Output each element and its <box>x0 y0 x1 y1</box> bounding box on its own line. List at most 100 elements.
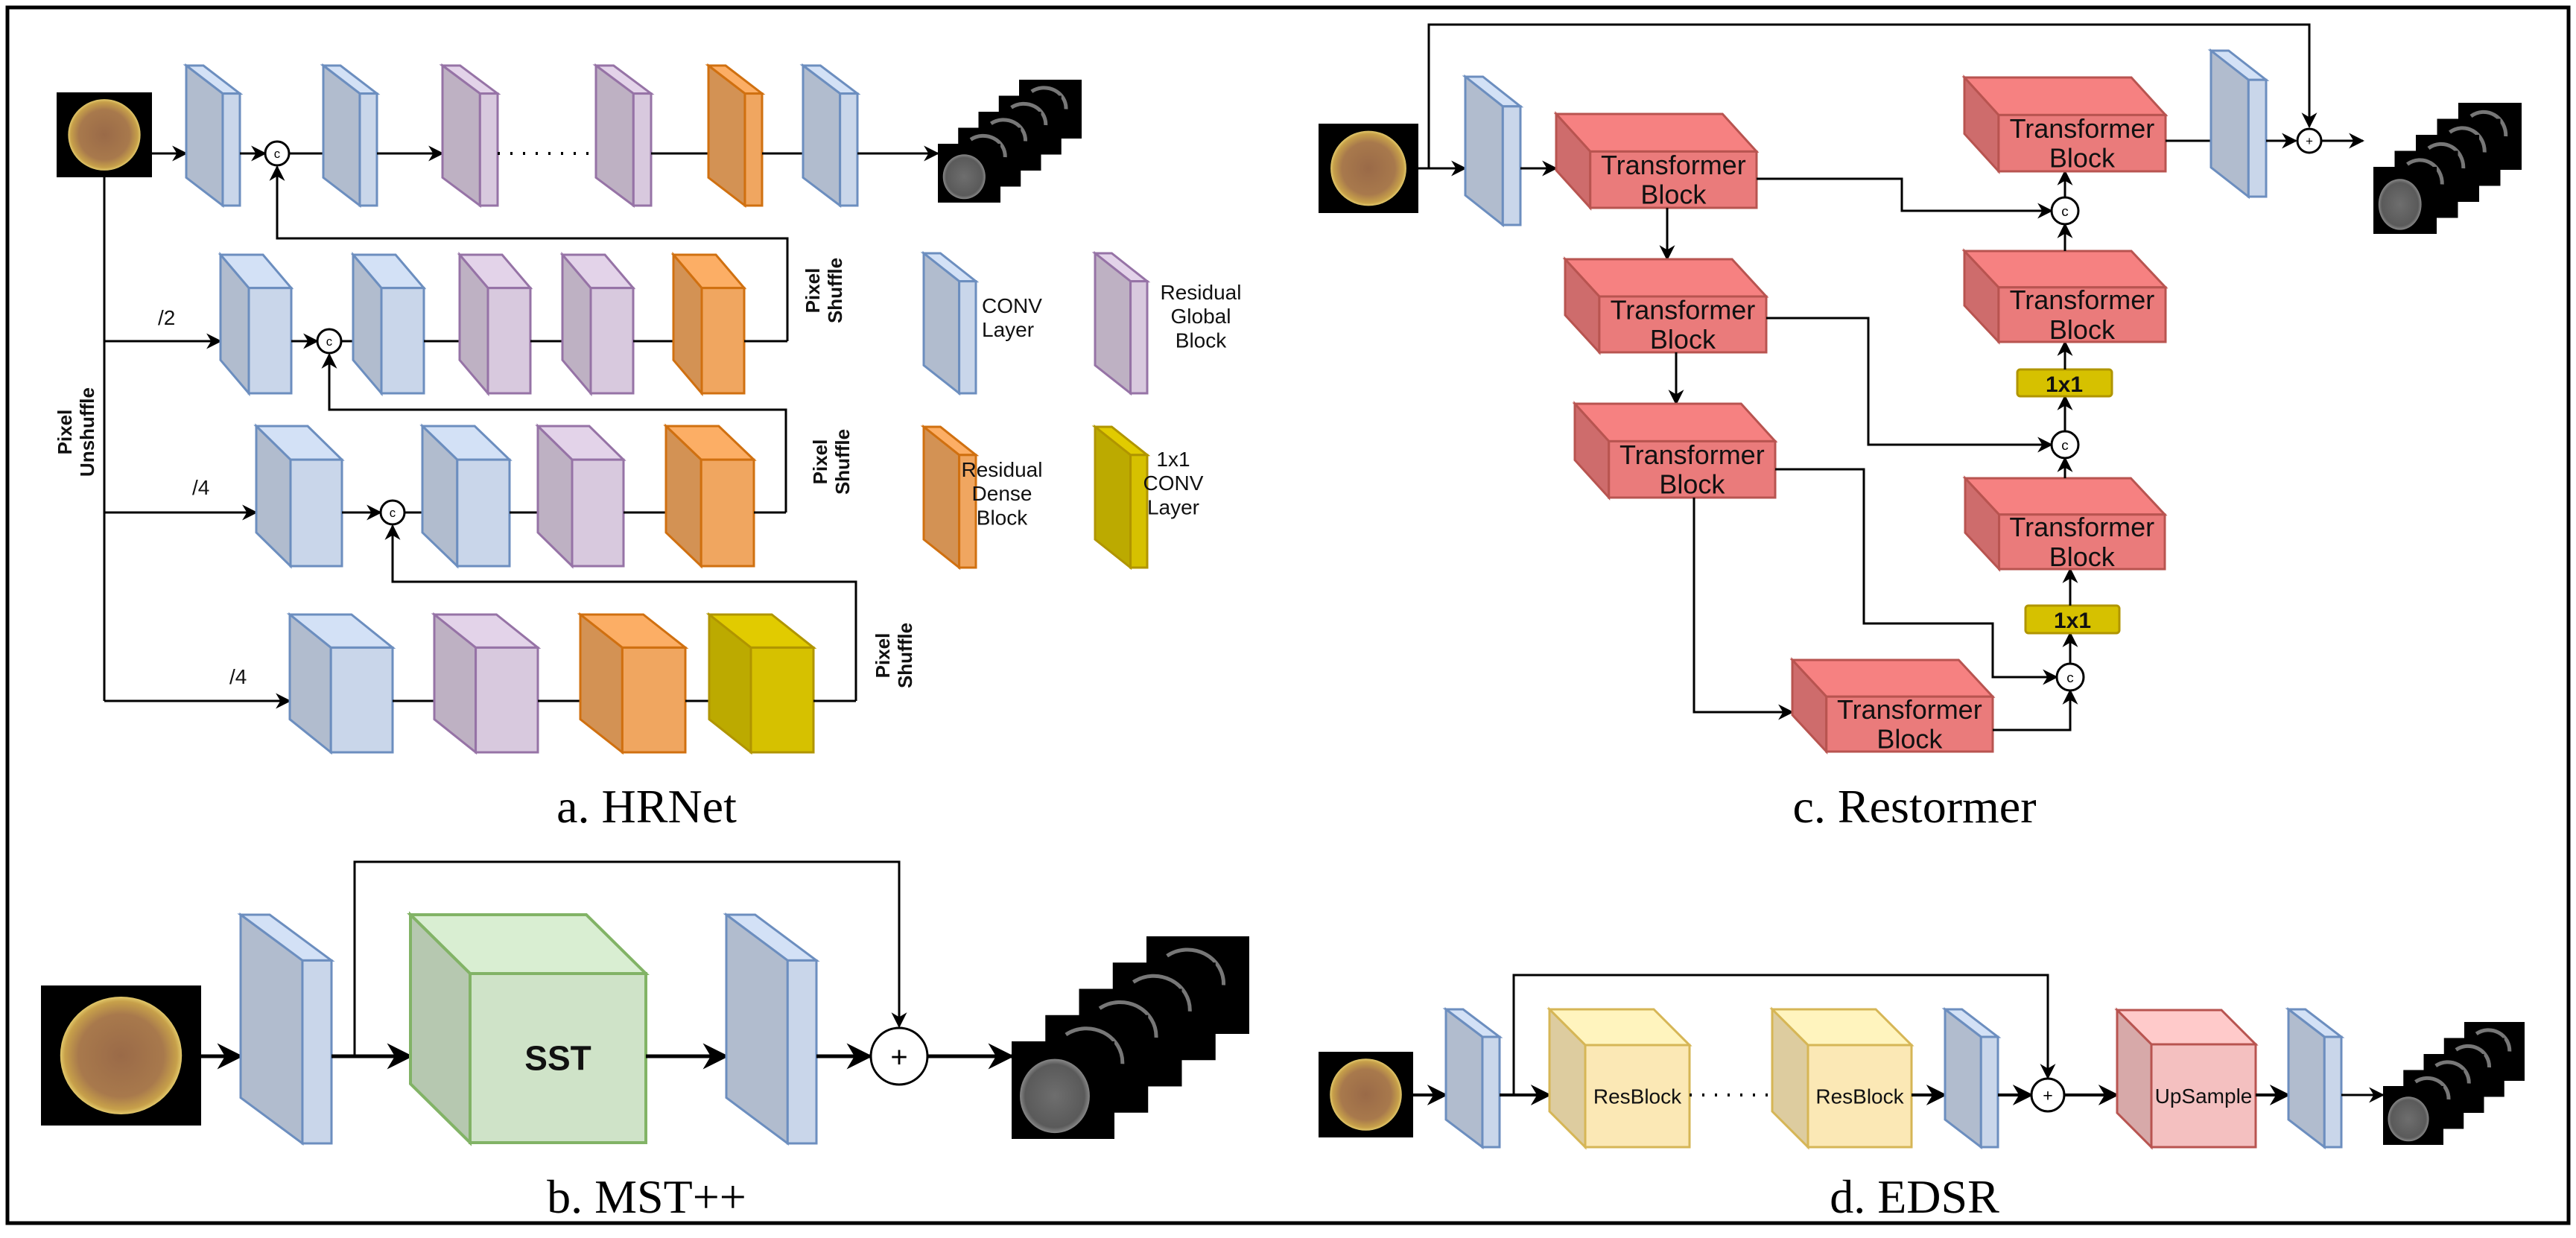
block-front-face <box>700 287 746 395</box>
pixel-shuffle-feedback <box>384 524 857 701</box>
operator-symbol: + <box>890 1041 907 1073</box>
band-image <box>942 154 986 200</box>
restormer-conv-layer <box>2207 48 2270 200</box>
block-front-face <box>1806 1044 1913 1149</box>
band-image-edge <box>1132 974 1192 1012</box>
operator-symbol: c <box>326 334 332 349</box>
caption-mstpp: b. MST++ <box>547 1170 746 1223</box>
global-skip-connection <box>353 860 907 1056</box>
block-front-face <box>1598 295 1768 354</box>
band-image-edge <box>1166 947 1226 985</box>
block-front-face <box>1998 513 2166 571</box>
legend-rgb-swatch <box>1091 250 1151 396</box>
residual-dense-block <box>670 251 747 397</box>
block-front-face <box>1481 1035 1501 1149</box>
block-front-face <box>456 458 511 568</box>
edsr-conv-layer <box>1442 1006 1503 1150</box>
restormer-conv-layer <box>1462 74 1524 228</box>
pixel-shuffle-feedback <box>321 352 787 512</box>
band-image <box>1020 1058 1090 1134</box>
band-image <box>2378 179 2422 230</box>
residual-dense-block <box>577 612 689 755</box>
mst-conv-layer <box>237 912 335 1146</box>
seed-sample <box>1330 1058 1402 1131</box>
block-front-face <box>486 287 532 395</box>
band-image-edge <box>2427 142 2466 169</box>
hrnet-conv-layer <box>286 612 396 755</box>
downscale-label: /4 <box>229 665 247 688</box>
band-image-edge <box>1030 86 1068 109</box>
operator-symbol: c <box>2061 438 2068 454</box>
mst-conv-layer <box>723 912 820 1146</box>
block-label: SST <box>524 1039 591 1078</box>
hrnet-conv-layer <box>799 63 861 209</box>
block-front-face <box>749 646 815 754</box>
residual-dense-block <box>705 63 766 209</box>
hrnet-conv-layer <box>419 423 513 569</box>
block-front-face <box>478 92 499 207</box>
caption-hrnet: a. HRNet <box>556 780 737 833</box>
conv-1x1-block <box>2024 604 2121 635</box>
conv-1x1-layer <box>705 612 817 755</box>
band-image-edge <box>1010 101 1048 126</box>
band-image-edge <box>2414 1076 2451 1100</box>
edsr-conv-layer <box>2285 1006 2345 1150</box>
hrnet-conv-layer <box>218 251 294 397</box>
hrnet-conv-layer <box>320 63 381 209</box>
block-front-face <box>2323 1035 2343 1149</box>
hrnet-conv-layer <box>350 251 427 397</box>
downscale-label: /4 <box>192 476 209 499</box>
seed-sample <box>1330 130 1406 206</box>
mst-input-image <box>41 985 201 1126</box>
edsr-output-stack <box>2383 1022 2525 1145</box>
edsr-input-image <box>1319 1052 1413 1137</box>
global-skip-connection <box>1427 23 2318 168</box>
block-front-face <box>1129 454 1149 569</box>
block-front-face <box>358 92 378 207</box>
pixel-shuffle-feedback <box>269 165 789 341</box>
band-image-edge <box>2475 1028 2512 1052</box>
pixel-shuffle-label: PixelShuffle <box>802 258 846 323</box>
block-front-face <box>380 287 425 395</box>
operator-symbol: + <box>2306 134 2313 148</box>
residual-add-node: + <box>869 1026 929 1086</box>
block-front-face <box>1997 113 2167 173</box>
band-image-edge <box>989 118 1028 142</box>
caption-edsr: d. EDSR <box>1830 1170 1999 1223</box>
seed-sample <box>60 997 183 1114</box>
block-front-face <box>2247 78 2268 198</box>
block-front-face <box>786 959 818 1145</box>
figure-border <box>5 5 2571 1225</box>
block-label: ResBlock <box>1815 1085 1904 1108</box>
block-front-face <box>1129 280 1149 395</box>
concat-node: c <box>2050 430 2080 460</box>
skip-connection <box>1757 177 2054 219</box>
block-front-face <box>958 454 977 569</box>
sst-block: SST <box>407 911 650 1146</box>
residual-global-block <box>535 423 626 569</box>
block-front-face <box>1997 286 2167 343</box>
block-label: UpSample <box>2155 1085 2253 1108</box>
residual-global-block <box>439 63 501 208</box>
upsample-block: UpSample <box>2114 1007 2259 1150</box>
block-front-face <box>247 287 293 395</box>
operator-symbol: c <box>2066 670 2073 686</box>
pixel-unshuffle-label: PixelUnshuffle <box>54 387 98 477</box>
band-image-edge <box>1065 1026 1125 1064</box>
resblock-n: ResBlock <box>1769 1006 1914 1150</box>
block-front-face <box>301 959 333 1145</box>
band-image-edge <box>1098 1000 1158 1038</box>
band-image-edge <box>2455 1044 2492 1068</box>
residual-global-block <box>592 63 655 208</box>
operator-symbol: c <box>390 506 396 520</box>
